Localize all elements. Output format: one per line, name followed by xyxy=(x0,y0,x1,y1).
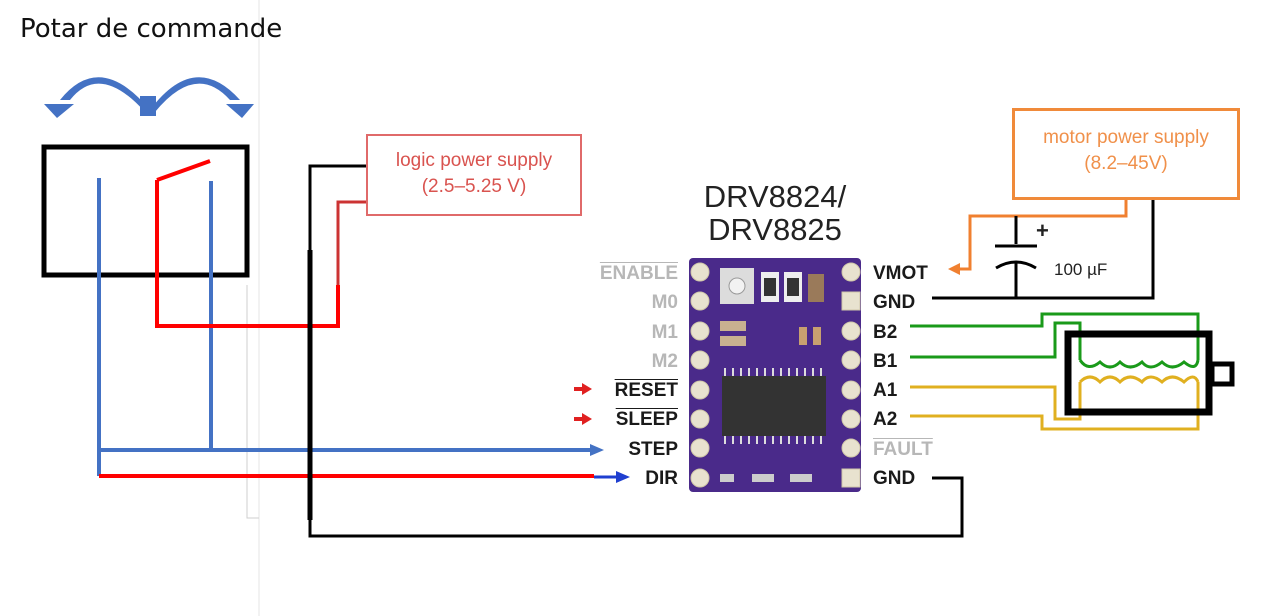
logic-supply-label: logic power supply xyxy=(395,150,553,171)
orange-vmot-wire xyxy=(958,200,1128,271)
stepper-motor-icon xyxy=(1064,330,1235,416)
pin-label-m0: M0 xyxy=(651,292,678,313)
page-title: Potar de commande xyxy=(20,14,283,44)
capacitor-icon xyxy=(995,216,1037,298)
vmot-arrow-icon xyxy=(948,263,960,275)
capacitor-polarity: + xyxy=(1036,218,1049,243)
motor-supply-label: motor power supply xyxy=(1043,127,1209,148)
pin-label-reset: RESET xyxy=(614,380,678,401)
driver-title-line2: DRV8825 xyxy=(708,212,842,247)
double-curved-arrow-icon xyxy=(44,77,254,118)
logic-power-supply-box: logic power supply (2.5–5.25 V) xyxy=(366,134,582,216)
logic-supply-voltage: (2.5–5.25 V) xyxy=(421,176,527,197)
pin-label-step: STEP xyxy=(628,439,678,460)
pin-label-enable: ENABLE xyxy=(599,263,678,284)
driver-title: DRV8824/ DRV8825 xyxy=(690,180,860,246)
potentiometer-icon xyxy=(41,144,250,278)
pin-label-dir: DIR xyxy=(645,468,678,489)
step-arrow-icon xyxy=(590,444,604,456)
red-wiper-wire xyxy=(155,180,340,328)
pin-label-b2: B2 xyxy=(873,322,898,343)
driver-title-line1: DRV8824/ xyxy=(703,179,847,214)
dir-arrow-icon xyxy=(616,471,630,483)
pin-label-sleep: SLEEP xyxy=(615,409,678,430)
page-guide-line xyxy=(246,285,259,519)
driver-board xyxy=(689,258,861,492)
yellow-coil-wire xyxy=(910,375,1200,431)
pin-label-m2: M2 xyxy=(651,351,678,372)
green-coil-wire xyxy=(910,312,1200,369)
blue-wire xyxy=(97,178,592,476)
red-arrow-icon xyxy=(574,383,592,425)
pin-label-gnd: GND xyxy=(873,468,916,489)
pin-label-a1: A1 xyxy=(873,380,898,401)
pin-label-gnd: GND xyxy=(873,292,916,313)
pin-label-vmot: VMOT xyxy=(873,263,928,284)
black-motor-gnd-wire xyxy=(932,200,1155,300)
capacitor-label: 100 µF xyxy=(1054,260,1108,279)
motor-supply-voltage: (8.2–45V) xyxy=(1084,153,1168,174)
motor-power-supply-box: motor power supply (8.2–45V) xyxy=(1012,108,1240,200)
pin-label-a2: A2 xyxy=(873,409,898,430)
black-ground-wire xyxy=(308,164,964,538)
red-logic-wire xyxy=(336,200,366,285)
pin-label-b1: B1 xyxy=(873,351,898,372)
pin-label-m1: M1 xyxy=(651,322,678,343)
pin-label-fault: FAULT xyxy=(873,439,933,460)
